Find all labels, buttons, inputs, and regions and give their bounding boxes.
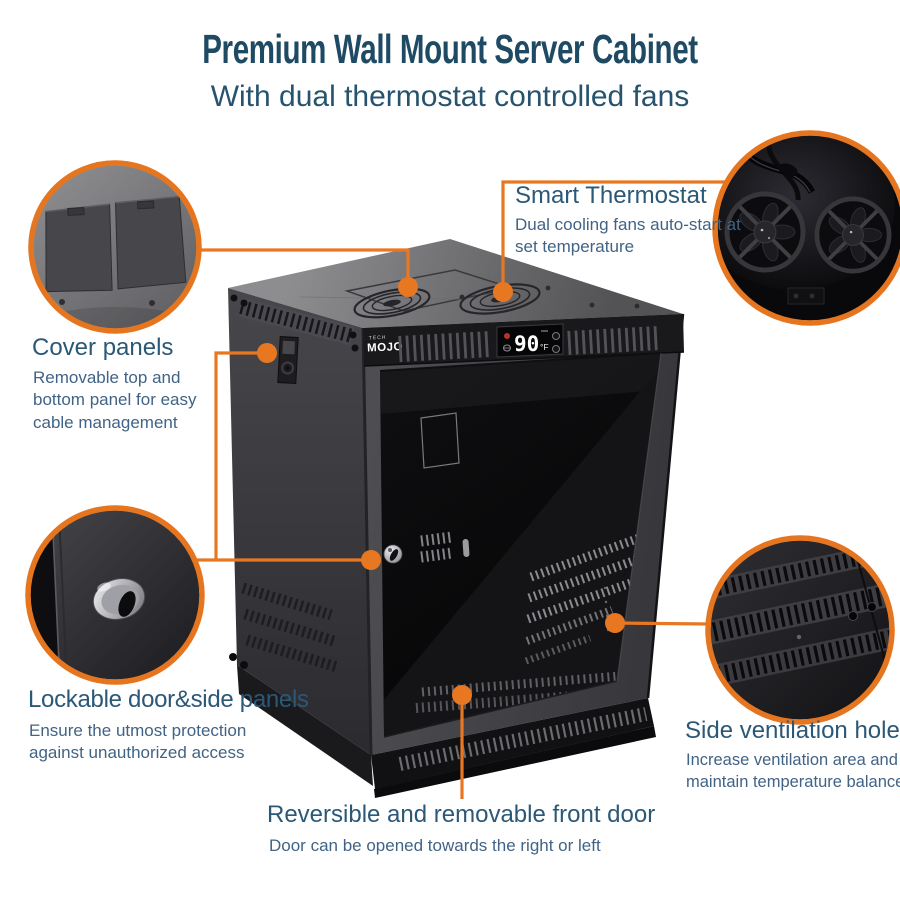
dot-interior-vents [605,613,625,633]
callout-desc-smart-thermostat: Dual cooling fans auto-start at set temp… [515,215,741,257]
callout-dots [257,277,625,705]
lock-photo [30,510,200,680]
dot-door-bottom [452,685,472,705]
callout-heading-front-door: Reversible and removable front door [267,801,656,828]
dot-top-fan [493,282,513,302]
cabinet-side-base [237,665,373,786]
lock-ring [25,505,205,685]
display-unit: °F [540,342,549,352]
display-button-down [551,344,561,354]
callout-circle-cover-panels [28,160,202,334]
callout-circle-smart-thermostat [712,130,900,326]
callout-heading-lockable-door: Lockable door&side panels [28,686,309,713]
connector-cover-panels [199,248,410,284]
cooling-fan-right [814,196,892,274]
callout-desc-cover-panels: Removable top and bottom panel for easy … [33,368,197,432]
callout-heading-cover-panels: Cover panels [32,334,174,361]
cover-panels-photo [45,195,187,293]
dot-top-cover [398,277,418,297]
side-vents-ring [705,535,895,725]
brand-logo: MOJO [367,341,403,355]
server-cabinet: TECH MOJO 90 °F [228,239,685,798]
dot-side-latch [257,343,277,363]
callout-connectors [195,180,725,799]
callout-heading-smart-thermostat: Smart Thermostat [515,182,707,209]
interior-side-vents [524,531,650,665]
temperature-display: 90 °F [496,323,564,358]
side-panel-latch [277,336,299,384]
front-top-bar: TECH MOJO 90 °F [363,314,685,367]
side-lower-vents [241,582,339,673]
interior-latch-pin [462,539,470,557]
callout-circle-side-vents [705,535,895,725]
connector-smart-thermostat [501,180,725,289]
door-glass-interior [380,353,661,737]
connector-side-vents [614,621,710,626]
top-bar-vents-right [567,326,660,355]
page-title: Premium Wall Mount Server Cabinet [202,26,698,72]
door-lock [383,544,403,564]
display-button-up [551,331,561,341]
cover-panels-ring [28,160,202,334]
smart-thermostat-ring [712,130,900,326]
dot-door-lock [361,550,381,570]
callout-heading-side-ventilation: Side ventilation holes [685,717,900,744]
interior-region [383,353,661,737]
thermostat-fans-photo [717,135,900,321]
callout-circle-lock [25,505,205,685]
top-fan-grilles [353,283,640,319]
brand-logo-small: TECH [369,335,387,342]
callout-desc-side-ventilation: Increase ventilation area and maintain t… [686,751,900,791]
cabinet-top-face [228,239,683,328]
cooling-fan-left [724,191,806,273]
top-bar-vents-left [398,331,492,362]
display-led-indicator [504,333,510,339]
page-subtitle: With dual thermostat controlled fans [210,80,690,113]
side-top-vents [238,297,355,346]
display-button-left [502,344,512,352]
callout-desc-front-door: Door can be opened towards the right or … [269,836,601,855]
cabinet-front-base [371,698,656,798]
callout-desc-lockable-door: Ensure the utmost protection against una… [29,721,247,763]
connector-lock-side [214,351,267,560]
side-vents-photo [710,540,890,720]
interior-label-outline [420,412,460,469]
cabinet-side-panel [228,288,371,755]
display-temperature: 90 [514,332,539,356]
